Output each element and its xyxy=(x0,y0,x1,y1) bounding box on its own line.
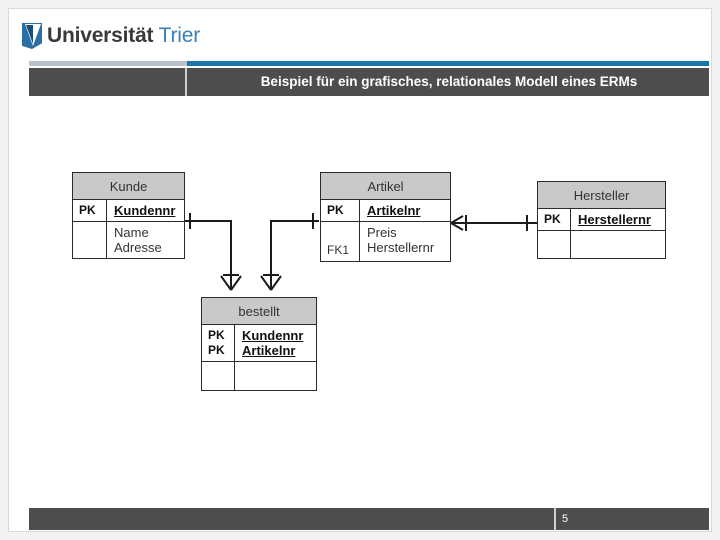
slide-title-bar: Beispiel für ein grafisches, relationale… xyxy=(29,68,709,96)
entity-kunde-title: Kunde xyxy=(73,173,184,200)
crowsfoot-artikel-right xyxy=(450,215,464,231)
entity-bestellt-row-pk: PK PK Kundennr Artikelnr xyxy=(202,325,316,362)
presentation-slide: Universität Trier Beispiel für ein grafi… xyxy=(8,8,712,532)
entity-bestellt-attr-1 xyxy=(235,362,316,390)
connector-kunde-bestellt xyxy=(184,220,232,290)
entity-artikel-attr-0: Artikelnr xyxy=(367,203,421,218)
entity-artikel-title: Artikel xyxy=(321,173,450,200)
entity-kunde[interactable]: Kunde PK Kundennr Name Adresse xyxy=(72,172,185,259)
footer-divider xyxy=(554,508,556,530)
entity-hersteller-title: Hersteller xyxy=(538,182,665,209)
entity-artikel-row-attrs: FK1 Preis Herstellernr xyxy=(321,222,450,261)
entity-bestellt[interactable]: bestellt PK PK Kundennr Artikelnr xyxy=(201,297,317,391)
slide-footer-bar: 5 xyxy=(29,508,709,530)
entity-hersteller[interactable]: Hersteller PK Herstellernr xyxy=(537,181,666,259)
title-accent-strip-blue xyxy=(187,61,709,66)
entity-hersteller-attr-1 xyxy=(571,231,665,258)
entity-artikel-key-0: PK xyxy=(321,200,360,221)
logo-word-primary: Universität xyxy=(47,24,154,47)
entity-kunde-attr-1: Name Adresse xyxy=(114,225,162,255)
entity-artikel-key-1: FK1 xyxy=(321,222,360,261)
entity-bestellt-key-0: PK PK xyxy=(202,325,235,361)
entity-bestellt-key-1 xyxy=(202,362,235,390)
entity-hersteller-key-1 xyxy=(538,231,571,258)
entity-artikel-row-pk: PK Artikelnr xyxy=(321,200,450,222)
crowsfoot-bestellt-left xyxy=(220,275,242,291)
entity-artikel[interactable]: Artikel PK Artikelnr FK1 Preis Herstelle… xyxy=(320,172,451,262)
slide-title: Beispiel für ein grafisches, relationale… xyxy=(260,74,638,89)
entity-bestellt-attr-0: Kundennr Artikelnr xyxy=(242,328,304,358)
crowsfoot-bestellt-right xyxy=(260,275,282,291)
logo-wordmark: Universität Trier xyxy=(47,24,200,48)
entity-kunde-row-pk: PK Kundennr xyxy=(73,200,184,222)
entity-hersteller-row-pk: PK Herstellernr xyxy=(538,209,665,231)
relationship-connectors xyxy=(184,213,537,291)
entity-bestellt-title: bestellt xyxy=(202,298,316,325)
er-diagram: Kunde PK Kundennr Name Adresse Artikel P… xyxy=(9,9,713,533)
university-logo: Universität Trier xyxy=(22,19,200,53)
entity-bestellt-row-empty xyxy=(202,362,316,390)
entity-kunde-key-0: PK xyxy=(73,200,107,221)
entity-hersteller-key-0: PK xyxy=(538,209,571,230)
logo-word-secondary: Trier xyxy=(158,24,201,47)
entity-kunde-attr-0: Kundennr xyxy=(114,203,176,218)
entity-artikel-attr-1: Preis Herstellernr xyxy=(367,225,435,255)
connector-artikel-bestellt xyxy=(270,220,319,290)
entity-hersteller-attr-0: Herstellernr xyxy=(578,212,651,227)
title-bar-left-block xyxy=(29,68,187,96)
page-number: 5 xyxy=(562,513,569,525)
entity-kunde-key-1 xyxy=(73,222,107,258)
entity-hersteller-row-empty xyxy=(538,231,665,258)
title-accent-strip-gray xyxy=(29,61,187,66)
entity-kunde-row-attrs: Name Adresse xyxy=(73,222,184,258)
university-shield-logo-icon xyxy=(22,23,42,49)
